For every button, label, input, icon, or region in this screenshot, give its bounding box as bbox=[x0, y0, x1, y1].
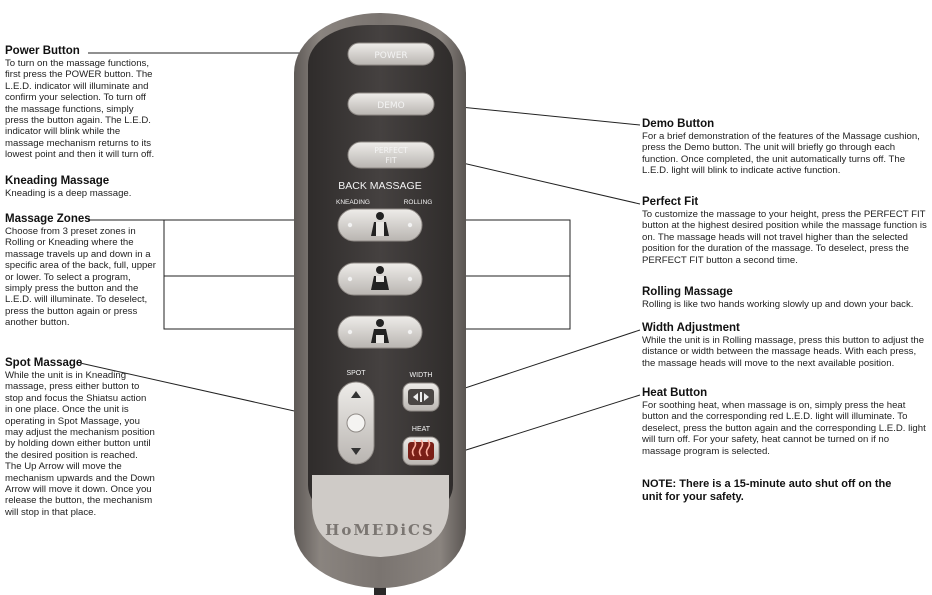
heat-button-title: Heat Button bbox=[642, 387, 708, 399]
remote-control: POWER DEMO PERFECT FIT BACK MASSAGE KNEA… bbox=[294, 13, 466, 595]
spot-label: SPOT bbox=[346, 370, 366, 377]
power-button-title: Power Button bbox=[5, 45, 80, 57]
heat-label: HEAT bbox=[412, 426, 431, 433]
kneading-massage-text: Kneading is a deep massage. bbox=[5, 188, 132, 199]
demo-button-text: For a brief demonstration of the feature… bbox=[642, 131, 920, 177]
spot-center-led bbox=[346, 413, 366, 433]
perfect-fit-text: To customize the massage to your height,… bbox=[642, 209, 927, 266]
power-button-label: POWER bbox=[374, 51, 407, 61]
heat-button[interactable] bbox=[402, 436, 440, 466]
width-label: WIDTH bbox=[410, 372, 433, 379]
kneading-led bbox=[347, 329, 353, 335]
auto-shutoff-note: NOTE: There is a 15-minute auto shut off… bbox=[642, 478, 892, 503]
width-button[interactable] bbox=[402, 382, 440, 412]
figure-upper-icon bbox=[371, 266, 389, 290]
heat-callout-line bbox=[443, 394, 641, 458]
back-massage-label: BACK MASSAGE bbox=[338, 180, 421, 192]
zone-lower-button[interactable] bbox=[337, 315, 423, 349]
spot-button[interactable] bbox=[337, 381, 375, 465]
demo-button-description: Demo Button For a brief demonstration of… bbox=[642, 118, 930, 177]
perfect-fit-label-line2: FIT bbox=[385, 156, 397, 165]
brand-panel bbox=[312, 475, 449, 557]
figure-full-icon bbox=[371, 212, 389, 236]
width-adjustment-title: Width Adjustment bbox=[642, 322, 740, 334]
kneading-led bbox=[347, 276, 353, 282]
power-button[interactable]: POWER bbox=[347, 42, 435, 66]
massage-zones-title: Massage Zones bbox=[5, 213, 91, 225]
width-callout-line bbox=[443, 329, 641, 396]
spot-massage-description: Spot Massage While the unit is in Kneadi… bbox=[5, 357, 155, 518]
heat-waves-icon bbox=[408, 439, 434, 460]
heat-button-text: For soothing heat, when massage is on, s… bbox=[642, 400, 926, 457]
rolling-massage-text: Rolling is like two hands working slowly… bbox=[642, 299, 914, 310]
zones-callout-line bbox=[88, 219, 372, 330]
width-adjustment-text: While the unit is in Rolling massage, pr… bbox=[642, 335, 925, 369]
kneading-massage-title: Kneading Massage bbox=[5, 175, 110, 187]
rolling-massage-title: Rolling Massage bbox=[642, 286, 733, 298]
zones-right-bracket bbox=[418, 219, 571, 330]
rolling-led bbox=[407, 329, 413, 335]
rolling-massage-description: Rolling Massage Rolling is like two hand… bbox=[642, 286, 930, 310]
kneading-massage-description: Kneading Massage Kneading is a deep mass… bbox=[5, 175, 155, 199]
kneading-label: KNEADING bbox=[336, 199, 370, 206]
demo-button-label: DEMO bbox=[377, 101, 404, 111]
up-down-arrow-icon bbox=[351, 391, 361, 455]
zone-full-button[interactable] bbox=[337, 208, 423, 242]
width-arrows-icon bbox=[408, 389, 434, 405]
zone-upper-button[interactable] bbox=[337, 262, 423, 296]
homedics-logo: HoMEDiCS bbox=[325, 521, 435, 539]
perfect-fit-button[interactable]: PERFECT FIT bbox=[347, 141, 435, 169]
power-button-description: Power Button To turn on the massage func… bbox=[5, 45, 155, 161]
figure-lower-icon bbox=[371, 319, 389, 343]
massage-zones-description: Massage Zones Choose from 3 preset zones… bbox=[5, 213, 157, 329]
spot-massage-title: Spot Massage bbox=[5, 357, 83, 369]
perfect-fit-title: Perfect Fit bbox=[642, 196, 699, 208]
kneading-led bbox=[347, 222, 353, 228]
spot-massage-text: While the unit is in Kneading massage, p… bbox=[5, 370, 155, 518]
massage-zones-text: Choose from 3 preset zones in Rolling or… bbox=[5, 226, 156, 329]
perfect-fit-description: Perfect Fit To customize the massage to … bbox=[642, 196, 930, 266]
power-button-text: To turn on the massage functions, first … bbox=[5, 58, 155, 161]
heat-button-description: Heat Button For soothing heat, when mass… bbox=[642, 387, 930, 457]
rolling-led bbox=[407, 276, 413, 282]
rolling-led bbox=[407, 222, 413, 228]
width-adjustment-description: Width Adjustment While the unit is in Ro… bbox=[642, 322, 930, 369]
demo-button-title: Demo Button bbox=[642, 118, 715, 130]
rolling-label: ROLLING bbox=[404, 199, 433, 206]
demo-button[interactable]: DEMO bbox=[347, 92, 435, 116]
perfect-fit-label-line1: PERFECT bbox=[374, 146, 408, 155]
